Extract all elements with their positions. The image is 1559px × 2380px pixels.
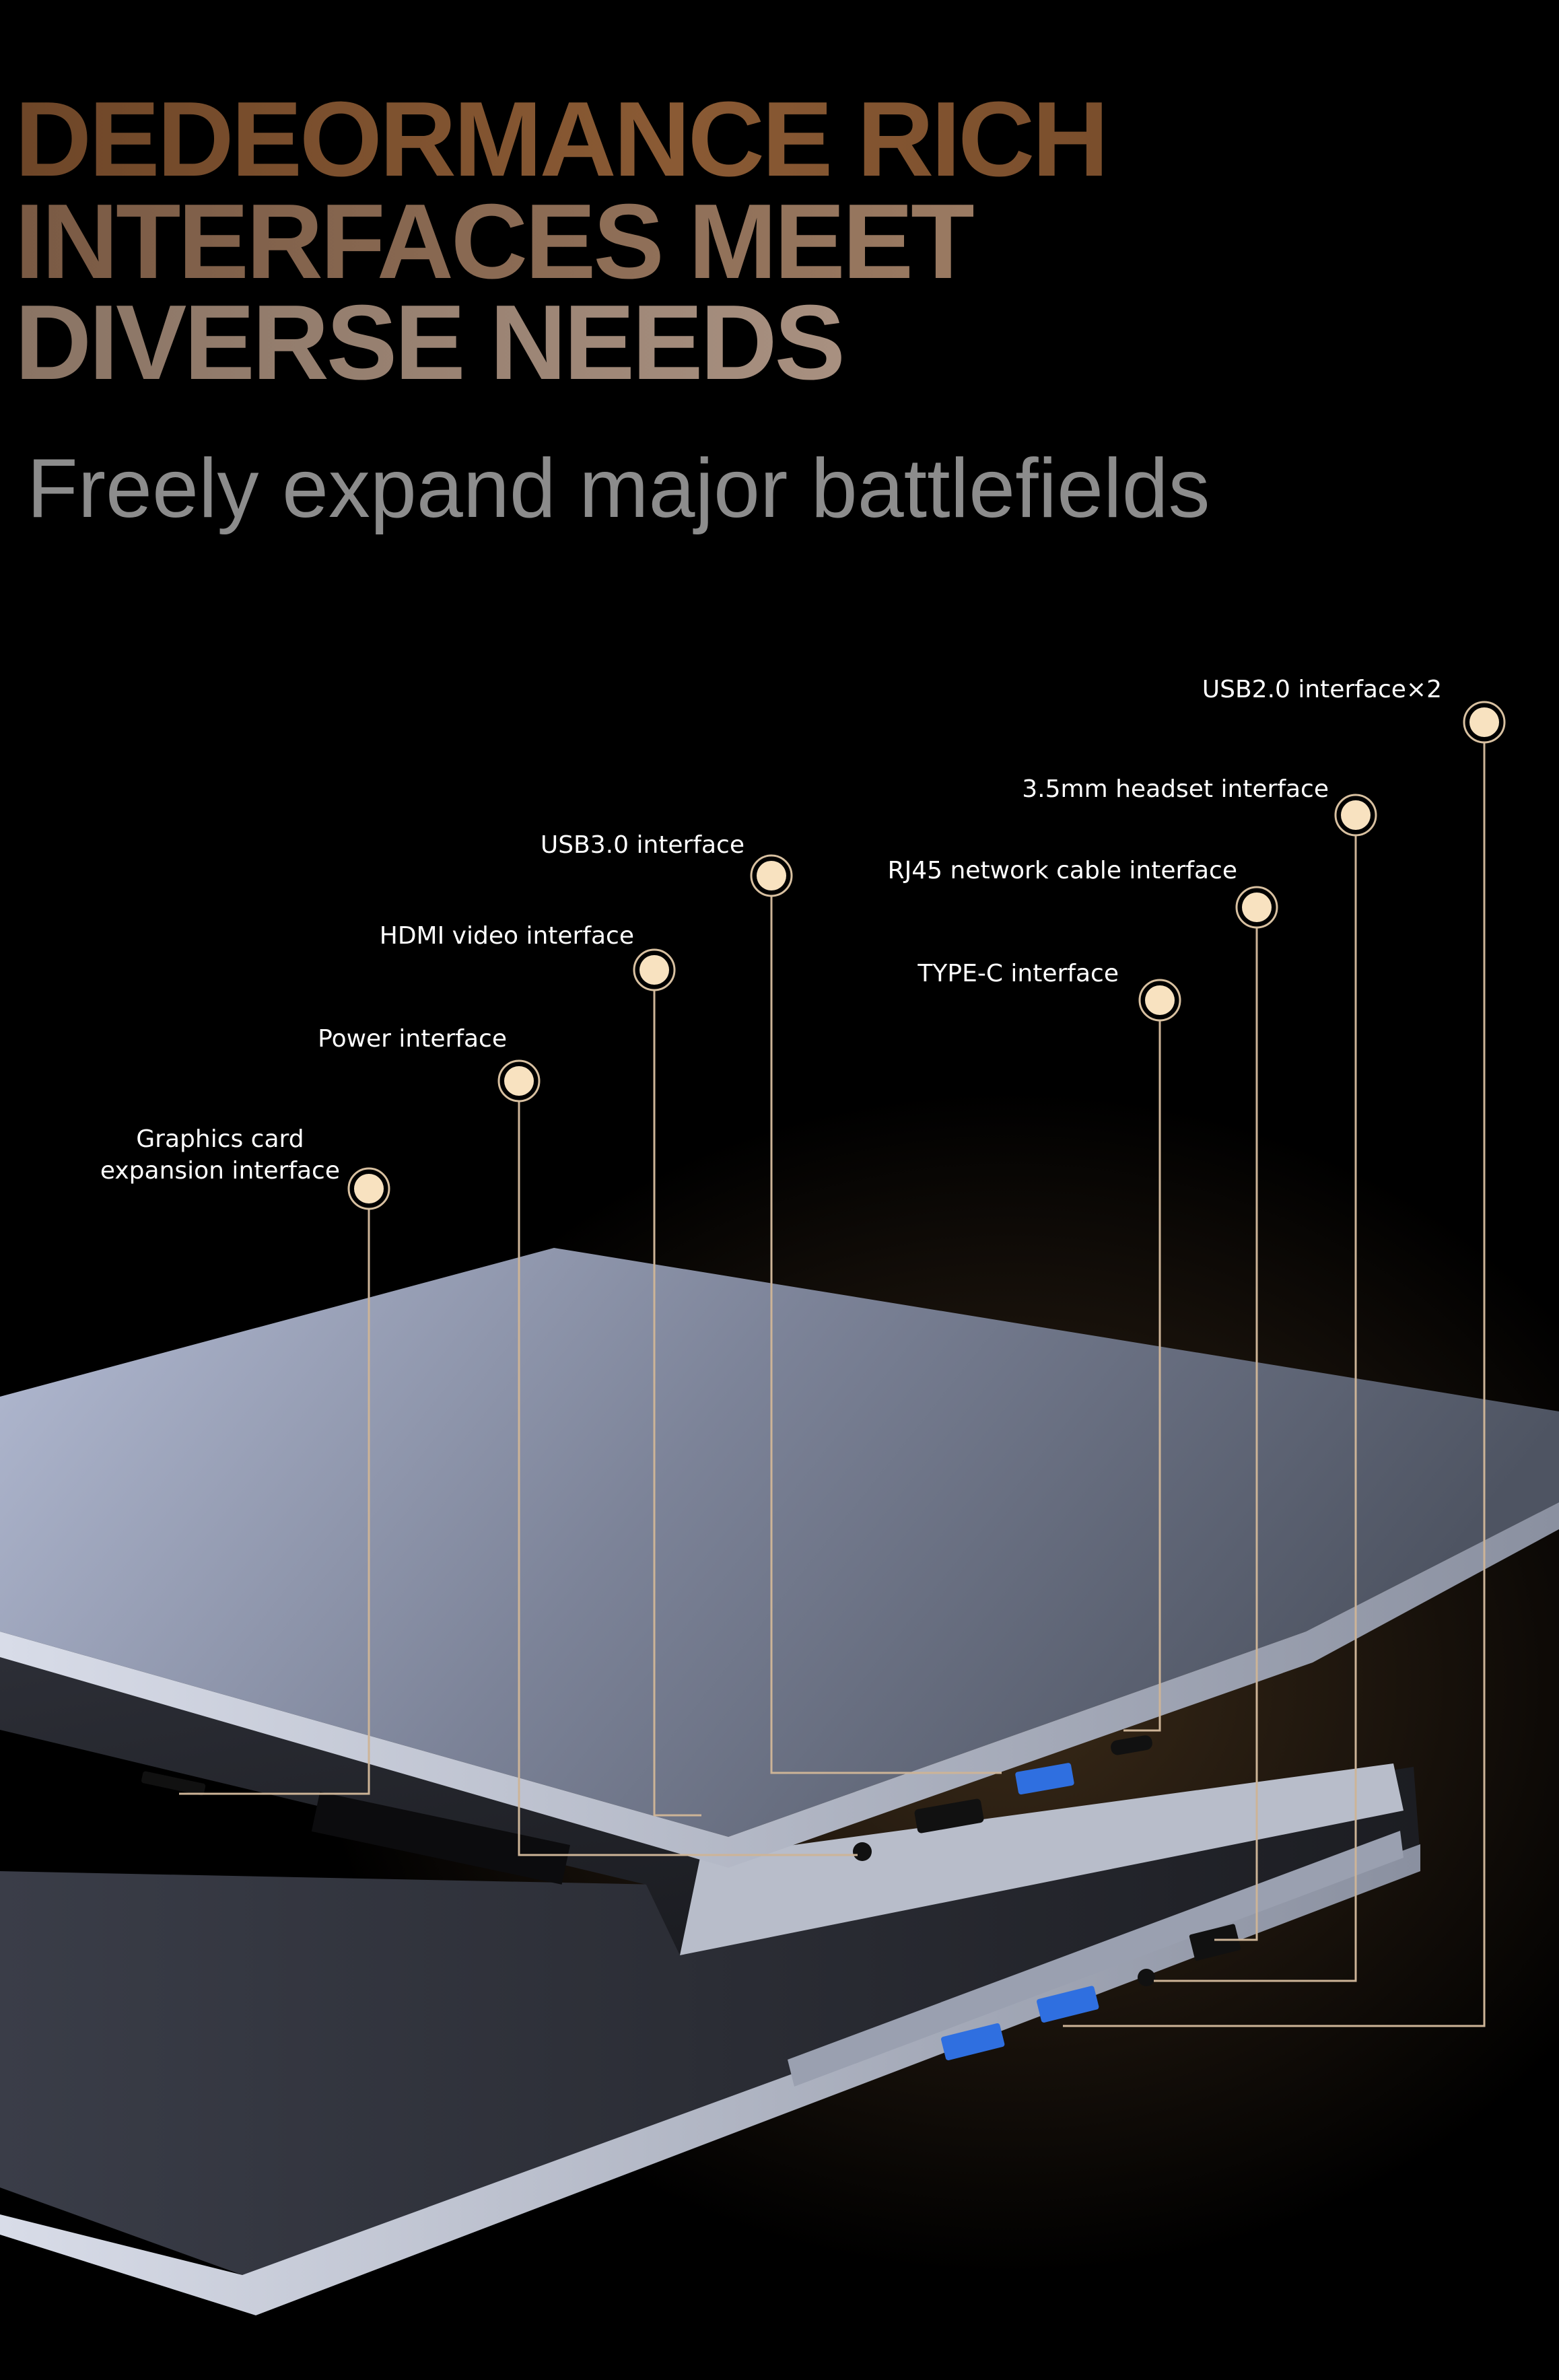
dot-hdmi — [633, 948, 676, 991]
label-typec: TYPE-C interface — [917, 960, 1119, 987]
leader-hdmi — [653, 970, 701, 1817]
rj45-port — [1189, 1924, 1241, 1961]
dot-usb2 — [1463, 701, 1506, 744]
leader-headset — [1154, 815, 1357, 1982]
upper-laptop-lid — [0, 1248, 1559, 1837]
label-usb3: USB3.0 interface — [540, 831, 744, 859]
dot-graphics — [347, 1167, 390, 1210]
headline-line-2: INTERFACES MEET — [15, 182, 976, 301]
leader-power — [518, 1081, 858, 1856]
hdmi-port — [914, 1798, 984, 1833]
power-port — [853, 1842, 872, 1861]
leader-typec — [1123, 1000, 1161, 1732]
leader-usb2 — [1063, 722, 1486, 2027]
headline-line-3: DIVERSE NEEDS — [15, 283, 845, 402]
dot-headset — [1334, 794, 1377, 837]
headset-port — [1138, 1969, 1155, 1986]
upper-laptop-front-strip — [680, 1763, 1404, 1955]
leader-lines — [179, 722, 1486, 2027]
upper-laptop-lid-edge — [0, 1502, 1559, 1868]
lower-laptop-edge — [0, 1844, 1420, 2315]
label-usb2: USB2.0 interface×2 — [1202, 676, 1442, 703]
dot-typec — [1138, 979, 1181, 1022]
label-rj45: RJ45 network cable interface — [887, 857, 1237, 884]
dot-usb3 — [750, 854, 793, 897]
label-hdmi: HDMI video interface — [379, 922, 634, 950]
label-graphics-line2: expansion interface — [100, 1156, 340, 1185]
leader-graphics — [179, 1189, 370, 1795]
leader-usb3 — [770, 876, 1002, 1774]
graphics-card-port — [141, 1771, 206, 1796]
label-graphics-line1: Graphics card — [136, 1125, 304, 1153]
dot-rj45 — [1235, 886, 1278, 929]
usb2-port-2 — [1037, 1986, 1099, 2023]
subtitle: Freely expand major battlefields — [27, 442, 1210, 535]
dot-power — [497, 1059, 541, 1102]
label-power: Power interface — [318, 1025, 507, 1053]
lower-laptop-body — [0, 1767, 1420, 2275]
callout-dots — [347, 701, 1506, 1210]
label-headset: 3.5mm headset interface — [1022, 775, 1329, 803]
usb3-port — [1015, 1763, 1074, 1795]
headline-line-1: DEDEORMANCE RICH — [15, 80, 1109, 199]
leader-rj45 — [1214, 907, 1258, 1941]
label-graphics: Graphics card expansion interface — [100, 1124, 340, 1187]
typec-port — [1111, 1735, 1152, 1755]
lower-laptop-port-strip — [788, 1831, 1404, 2087]
vent-grille — [311, 1792, 570, 1885]
usb2-port-1 — [941, 2023, 1005, 2060]
